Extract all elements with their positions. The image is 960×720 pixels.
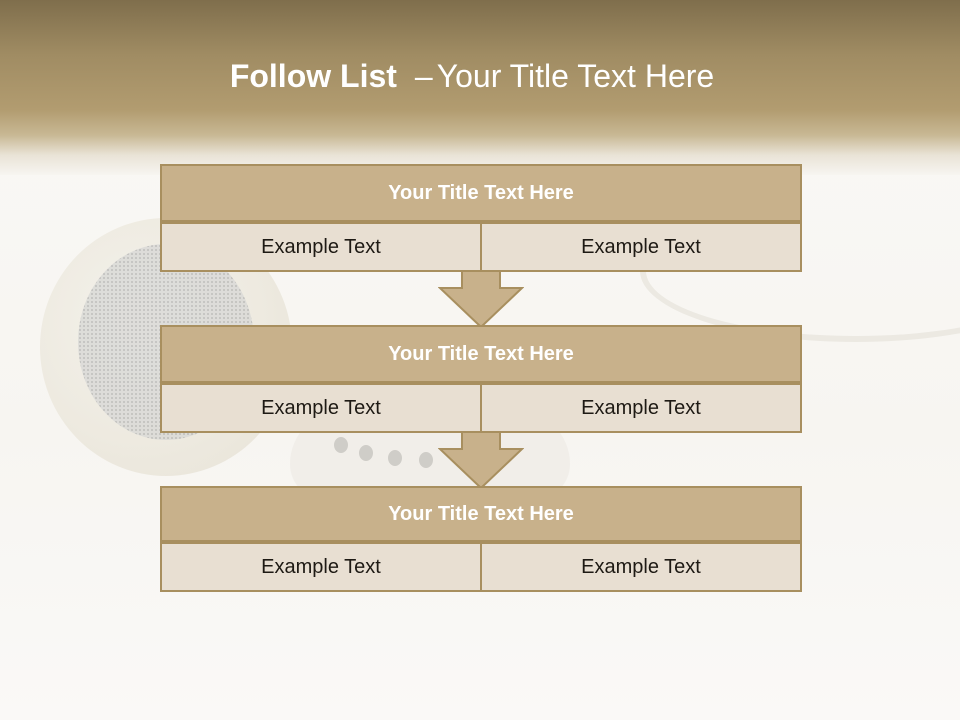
slide-title-bold: Follow List [229,58,397,94]
step-cell-left: Example Text [160,542,482,592]
earphone-vent-dot [419,452,433,468]
down-arrow-icon [438,431,524,489]
step-title: Your Title Text Here [160,486,802,542]
step-title: Your Title Text Here [160,164,802,222]
earphone-vent-dot [359,445,373,461]
slide-title-separator: – [414,58,433,94]
step-cell-right: Example Text [480,383,802,433]
step-block-2: Your Title Text Here Example Text Exampl… [160,325,802,433]
step-cell-right: Example Text [480,542,802,592]
earphone-vent-dot [334,437,348,453]
step-cell-left: Example Text [160,222,482,272]
header-band [0,0,960,175]
step-title: Your Title Text Here [160,325,802,383]
slide-title-rest: Your Title Text Here [436,58,715,94]
step-block-1: Your Title Text Here Example Text Exampl… [160,164,802,272]
earphone-vent-dot [388,450,402,466]
step-cell-right: Example Text [480,222,802,272]
step-cell-left: Example Text [160,383,482,433]
down-arrow-icon [438,270,524,328]
step-block-3: Your Title Text Here Example Text Exampl… [160,486,802,592]
slide-title: Follow List–Your Title Text Here [0,54,944,98]
